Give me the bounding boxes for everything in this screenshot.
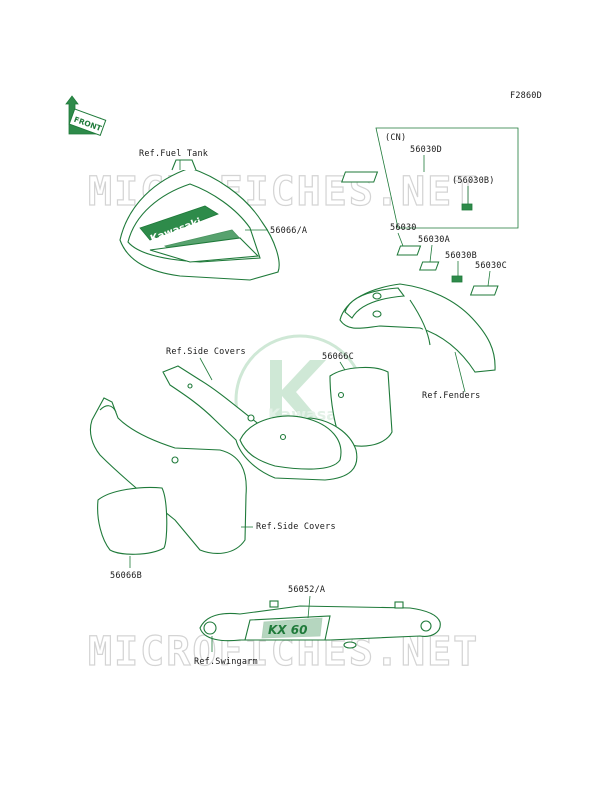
figure-code: F2860D — [510, 91, 542, 101]
callout-56066c: 56066C — [322, 352, 354, 362]
rear-fender — [339, 283, 496, 373]
callout-56030b-paren: (56030B) — [452, 176, 495, 186]
swingarm-decal-text: KX 60 — [268, 623, 307, 637]
callout-56030a: 56030A — [418, 235, 450, 245]
callout-ref-side-covers-top: Ref.Side Covers — [166, 347, 246, 357]
callout-56030c: 56030C — [475, 261, 507, 271]
callout-56066b: 56066B — [110, 571, 142, 581]
front-arrow-icon: FRONT — [65, 95, 107, 136]
callout-ref-fenders: Ref.Fenders — [422, 391, 481, 401]
number-plate-56066c — [329, 367, 393, 447]
callout-cn: (CN) — [385, 133, 406, 143]
swingarm: KX 60 — [199, 600, 441, 649]
fuel-tank: Kawasaki — [119, 159, 280, 281]
callout-56030: 56030 — [390, 223, 417, 233]
callout-ref-swingarm: Ref.Swingarm — [194, 657, 258, 667]
side-cover-lower — [89, 397, 247, 554]
cn-decal-box: (CN) 56030D (56030B) — [341, 127, 519, 229]
callout-56066a: 56066/A — [270, 226, 307, 236]
callout-56052a: 56052/A — [288, 585, 325, 595]
callout-ref-side-covers-mid: Ref.Side Covers — [256, 522, 336, 532]
callout-56030d: 56030D — [410, 145, 442, 155]
side-cover-upper — [162, 365, 358, 481]
number-plate-56066b — [97, 487, 168, 555]
callout-56030b: 56030B — [445, 251, 477, 261]
callout-ref-fuel-tank: Ref.Fuel Tank — [139, 149, 208, 159]
